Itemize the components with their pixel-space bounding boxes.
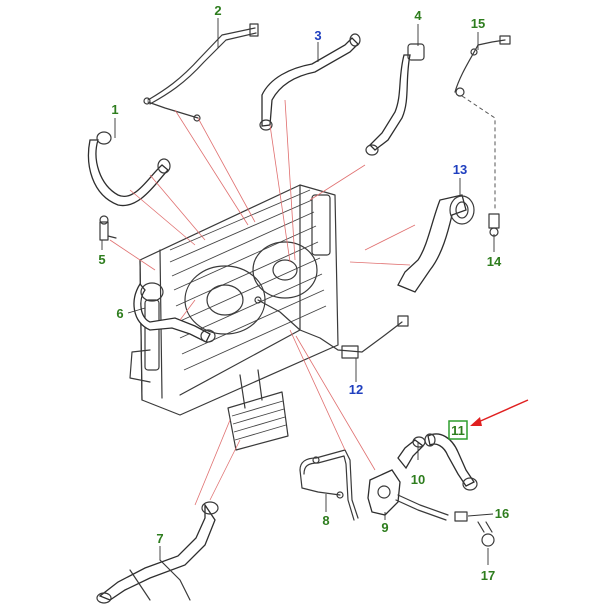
part-13-coolant-hose — [397, 194, 475, 293]
part-16-clip — [454, 511, 468, 522]
part-6-coolant-hose — [133, 282, 216, 343]
part-15-sensor-harness — [454, 35, 511, 210]
callout-11: 11 — [451, 423, 465, 438]
pointer-arrow — [470, 399, 529, 426]
part-10-coolant-hose — [397, 436, 426, 470]
part-5-bleed-screw — [99, 215, 117, 241]
callout-16: 16 — [495, 506, 509, 521]
callout-12: 12 — [349, 382, 363, 397]
callout-15: 15 — [471, 16, 485, 31]
part-1-coolant-hose — [87, 131, 171, 207]
callout-14: 14 — [487, 254, 502, 269]
part-11-coolant-hose — [424, 433, 478, 491]
callout-6: 6 — [116, 306, 123, 321]
callout-8: 8 — [322, 513, 329, 528]
highlight-box — [448, 420, 468, 440]
callout-7: 7 — [156, 531, 163, 546]
part-2-coolant-pipe — [143, 23, 259, 122]
leader-lines — [109, 99, 416, 506]
callout-labels: 1 2 3 4 5 6 7 8 9 10 11 12 13 14 15 16 1… — [98, 3, 509, 583]
callout-9: 9 — [381, 520, 388, 535]
callout-1: 1 — [111, 102, 118, 117]
callout-17: 17 — [481, 568, 495, 583]
callout-4: 4 — [414, 8, 422, 23]
part-7-hose-assembly — [96, 501, 219, 604]
part-3-coolant-hose — [259, 33, 361, 131]
callout-leaders — [101, 18, 495, 565]
part-17-bolt — [477, 521, 495, 547]
part-8-coolant-pipe — [299, 449, 359, 521]
part-12-wiring-harness — [254, 296, 409, 359]
radiator-assembly — [129, 184, 339, 451]
callout-5: 5 — [98, 252, 105, 267]
callout-13: 13 — [453, 162, 467, 177]
part-14-clip — [488, 213, 500, 237]
part-9-thermostat-housing — [367, 469, 449, 521]
callout-10: 10 — [411, 472, 425, 487]
callout-2: 2 — [214, 3, 221, 18]
part-4-coolant-hose — [365, 43, 425, 156]
callout-3: 3 — [314, 28, 321, 43]
